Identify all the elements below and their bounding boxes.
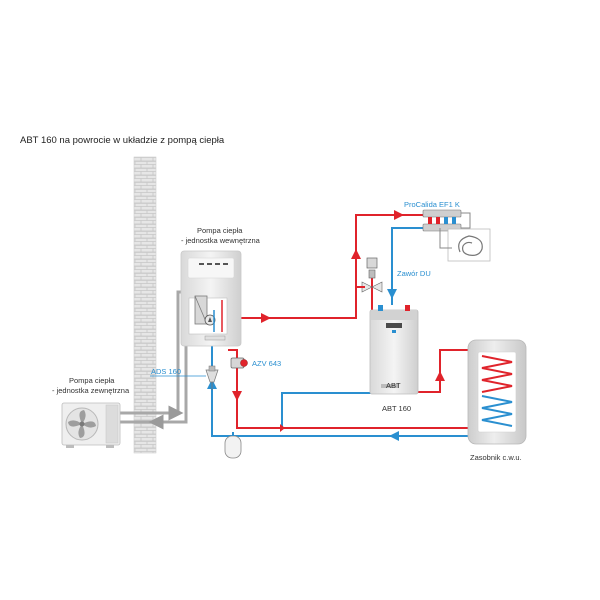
indoor-unit-label-line1: Pompa ciepła (197, 226, 243, 235)
azv-643-valve (230, 357, 248, 369)
outdoor-unit-label-line2: - jednostka zewnętrzna (52, 386, 130, 395)
ads-160-separator (205, 365, 219, 390)
manifold-label: ProCalida EF1 K (404, 200, 460, 209)
expansion-vessel (224, 432, 242, 459)
indoor-unit-label-line2: - jednostka wewnętrzna (181, 236, 261, 245)
fan-icon (68, 410, 96, 438)
azv-643-label: AZV 643 (252, 359, 281, 368)
line-check-valve (280, 424, 285, 432)
hot-supply-pipes (228, 214, 470, 429)
floor-heating-loop (439, 228, 491, 262)
brick-wall (133, 156, 157, 454)
cold-return-pipes (206, 227, 470, 437)
outdoor-unit-label-line1: Pompa ciepła (69, 376, 115, 385)
zawor-du-valve (356, 257, 383, 293)
diagram-title: ABT 160 na powrocie w układzie z pompą c… (20, 135, 225, 146)
zawor-du-label: Zawór DU (397, 269, 431, 278)
tank-coil (481, 355, 513, 427)
abt-badge: ABT (386, 381, 401, 390)
procalida-ef1-k-manifold (422, 209, 471, 232)
outdoor-heat-pump-unit (61, 402, 121, 448)
abt-160-unit (369, 305, 419, 395)
abt-160-label: ABT 160 (382, 404, 411, 413)
indoor-heat-pump-unit (180, 250, 242, 347)
hot-water-tank (467, 339, 527, 445)
ads-160-label: ADS 160 (151, 367, 181, 376)
tank-label: Zasobnik c.w.u. (470, 453, 522, 462)
